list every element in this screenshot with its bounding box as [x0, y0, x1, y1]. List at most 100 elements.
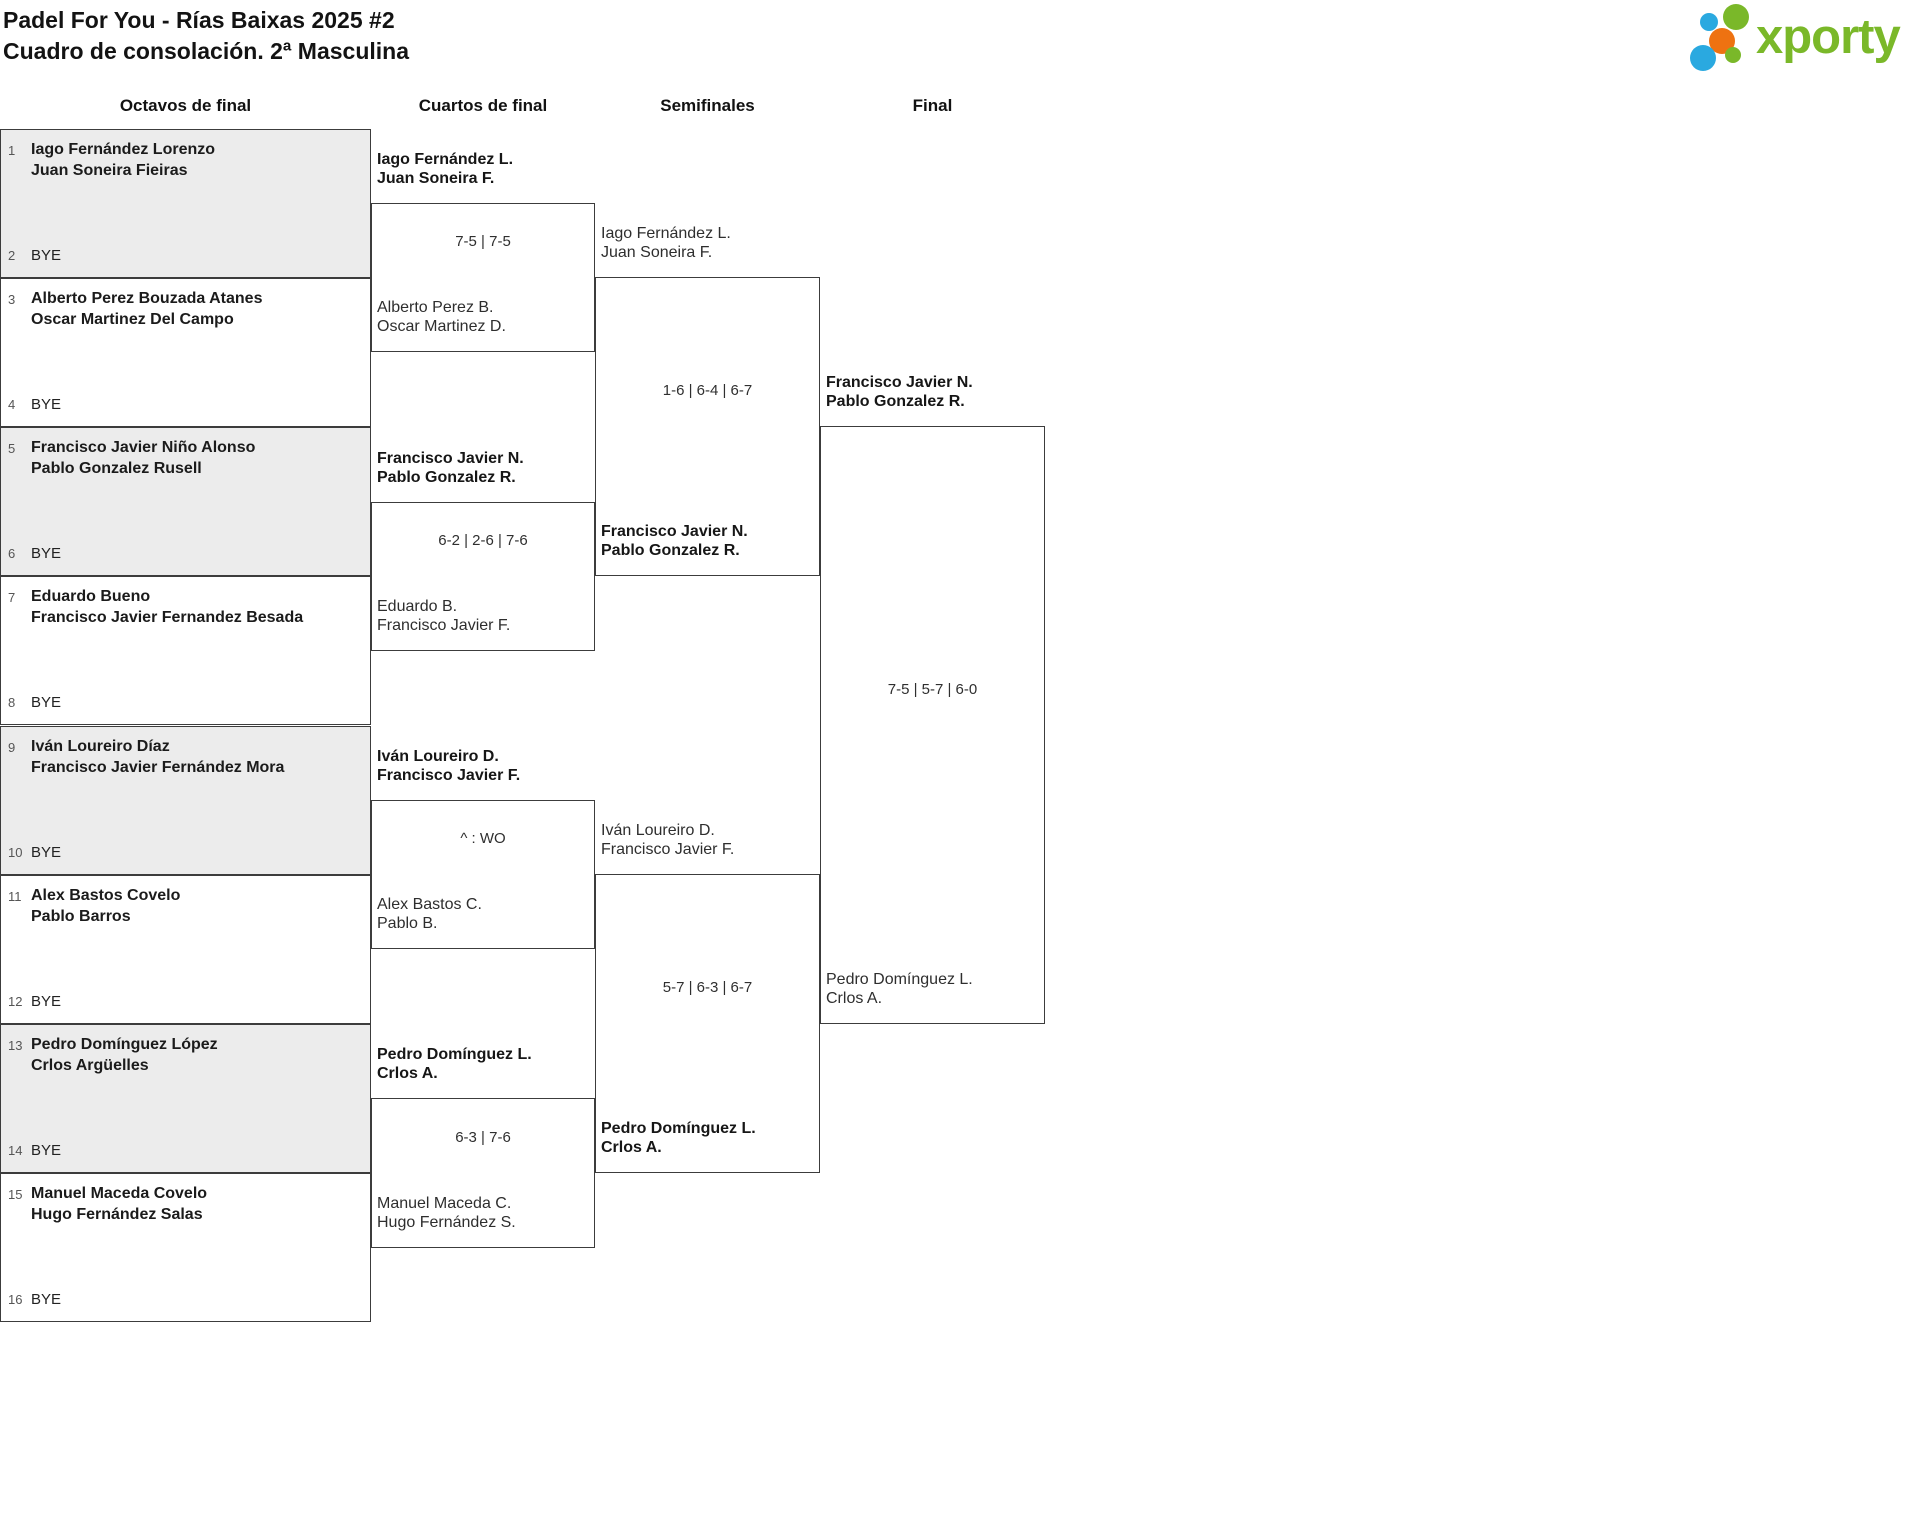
- player-name: Iván Loureiro D.: [601, 822, 715, 839]
- team-names: Alex Bastos Covelo Pablo Barros: [31, 885, 180, 927]
- player-name: Pedro Domínguez L.: [377, 1046, 532, 1063]
- cuartos-match-1-team1: Iago Fernández L. Juan Soneira F.: [377, 150, 513, 188]
- cuartos-match-3-team2: Alex Bastos C. Pablo B.: [377, 895, 482, 933]
- player-name: Alberto Perez Bouzada Atanes: [31, 290, 263, 307]
- octavos-match-2: 3 Alberto Perez Bouzada Atanes Oscar Mar…: [0, 278, 371, 427]
- player-name: Pablo Barros: [31, 908, 131, 925]
- column-header-cuartos: Cuartos de final: [418, 96, 548, 115]
- player-name: Juan Soneira F.: [601, 244, 713, 261]
- final-match-team1: Francisco Javier N. Pablo Gonzalez R.: [826, 373, 973, 411]
- player-name: Eduardo B.: [377, 598, 458, 615]
- cuartos-match-1-box: [371, 203, 595, 352]
- column-header-semifinales: Semifinales: [660, 96, 755, 115]
- player-name: Pablo Gonzalez Rusell: [31, 460, 202, 477]
- final-match-score: 7-5 | 5-7 | 6-0: [887, 681, 978, 698]
- player-name: Juan Soneira F.: [377, 170, 495, 187]
- player-name: Hugo Fernández Salas: [31, 1206, 203, 1223]
- semifinal-match-1-team1: Iago Fernández L. Juan Soneira F.: [601, 224, 731, 262]
- bye-label: BYE: [31, 396, 62, 413]
- cuartos-match-2-team2: Eduardo B. Francisco Javier F.: [377, 597, 510, 635]
- player-name: Pablo Gonzalez R.: [377, 469, 516, 486]
- page-title: Padel For You - Rías Baixas 2025 #2: [3, 7, 395, 33]
- player-name: Iago Fernández L.: [601, 225, 731, 242]
- player-name: Pablo Gonzalez R.: [601, 542, 740, 559]
- seed-number: 13: [8, 1038, 23, 1053]
- player-name: Oscar Martinez Del Campo: [31, 311, 234, 328]
- cuartos-match-4-team1: Pedro Domínguez L. Crlos A.: [377, 1045, 532, 1083]
- octavos-team-row: 13 Pedro Domínguez López Crlos Argüelles: [8, 1034, 364, 1076]
- player-name: Iago Fernández Lorenzo: [31, 141, 216, 158]
- cuartos-match-4-score: 6-3 | 7-6: [455, 1129, 511, 1146]
- xporty-logo[interactable]: xporty: [1686, 2, 1901, 74]
- octavos-bye-row: 6 BYE: [8, 545, 61, 562]
- team-names: Francisco Javier Niño Alonso Pablo Gonza…: [31, 437, 255, 479]
- octavos-bye-row: 16 BYE: [8, 1291, 61, 1308]
- player-name: Alberto Perez B.: [377, 299, 494, 316]
- octavos-team-row: 1 Iago Fernández Lorenzo Juan Soneira Fi…: [8, 139, 364, 181]
- octavos-bye-row: 12 BYE: [8, 993, 61, 1010]
- team-names: Eduardo Bueno Francisco Javier Fernandez…: [31, 586, 303, 628]
- player-name: Crlos A.: [826, 990, 883, 1007]
- octavos-match-1: 1 Iago Fernández Lorenzo Juan Soneira Fi…: [0, 129, 371, 278]
- bye-label: BYE: [31, 545, 62, 562]
- bye-label: BYE: [31, 993, 62, 1010]
- column-header-octavos: Octavos de final: [119, 96, 252, 115]
- xporty-dots-icon: [1690, 4, 1749, 71]
- octavos-match-5: 9 Iván Loureiro Díaz Francisco Javier Fe…: [0, 726, 371, 875]
- octavos-bye-row: 2 BYE: [8, 247, 61, 264]
- cuartos-match-2-team1: Francisco Javier N. Pablo Gonzalez R.: [377, 449, 524, 487]
- final-match-box: [820, 426, 1045, 1024]
- player-name: Francisco Javier Fernandez Besada: [31, 609, 304, 626]
- player-name: Crlos A.: [377, 1065, 438, 1082]
- cuartos-match-3-box: [371, 800, 595, 949]
- xporty-logo-text: xporty: [1756, 10, 1901, 64]
- bye-label: BYE: [31, 1291, 62, 1308]
- octavos-match-4: 7 Eduardo Bueno Francisco Javier Fernand…: [0, 576, 371, 725]
- column-header-final: Final: [912, 96, 953, 115]
- cuartos-match-4-box: [371, 1098, 595, 1248]
- seed-number: 3: [8, 292, 16, 307]
- player-name: Francisco Javier Niño Alonso: [31, 439, 256, 456]
- team-names: Manuel Maceda Covelo Hugo Fernández Sala…: [31, 1183, 207, 1225]
- player-name: Francisco Javier F.: [377, 617, 511, 634]
- player-name: Manuel Maceda C.: [377, 1195, 512, 1212]
- player-name: Francisco Javier F.: [377, 767, 521, 784]
- octavos-team-row: 9 Iván Loureiro Díaz Francisco Javier Fe…: [8, 736, 364, 778]
- seed-number: 1: [8, 143, 16, 158]
- cuartos-match-4-team2: Manuel Maceda C. Hugo Fernández S.: [377, 1194, 516, 1232]
- seed-number: 11: [8, 889, 22, 904]
- semifinal-match-1-box: [595, 277, 820, 576]
- seed-number: 12: [8, 994, 23, 1009]
- semifinal-match-1-score: 1-6 | 6-4 | 6-7: [662, 382, 753, 399]
- player-name: Hugo Fernández S.: [377, 1214, 516, 1231]
- cuartos-match-3-score: ^ : WO: [460, 830, 506, 847]
- octavos-team-row: 11 Alex Bastos Covelo Pablo Barros: [8, 885, 364, 927]
- player-name: Francisco Javier F.: [601, 841, 735, 858]
- team-names: Iago Fernández Lorenzo Juan Soneira Fiei…: [31, 139, 215, 181]
- bye-label: BYE: [31, 1142, 62, 1159]
- player-name: Iván Loureiro D.: [377, 748, 499, 765]
- seed-number: 6: [8, 546, 16, 561]
- player-name: Francisco Javier N.: [601, 523, 748, 540]
- seed-number: 15: [8, 1187, 23, 1202]
- cuartos-match-1-score: 7-5 | 7-5: [455, 233, 511, 250]
- player-name: Crlos A.: [601, 1139, 662, 1156]
- octavos-bye-row: 10 BYE: [8, 844, 61, 861]
- cuartos-match-2-box: [371, 502, 595, 651]
- cuartos-match-1-team2: Alberto Perez B. Oscar Martinez D.: [377, 298, 506, 336]
- octavos-team-row: 7 Eduardo Bueno Francisco Javier Fernand…: [8, 586, 364, 628]
- team-names: Pedro Domínguez López Crlos Argüelles: [31, 1034, 218, 1076]
- player-name: Alex Bastos Covelo: [31, 887, 181, 904]
- page-subtitle: Cuadro de consolación. 2ª Masculina: [3, 38, 409, 64]
- seed-number: 14: [8, 1143, 23, 1158]
- octavos-bye-row: 4 BYE: [8, 396, 61, 413]
- octavos-team-row: 3 Alberto Perez Bouzada Atanes Oscar Mar…: [8, 288, 364, 330]
- player-name: Iago Fernández L.: [377, 151, 514, 168]
- final-match-team2: Pedro Domínguez L. Crlos A.: [826, 970, 973, 1008]
- team-names: Iván Loureiro Díaz Francisco Javier Fern…: [31, 736, 284, 778]
- player-name: Oscar Martinez D.: [377, 318, 506, 335]
- player-name: Francisco Javier N.: [826, 374, 973, 391]
- player-name: Francisco Javier Fernández Mora: [31, 759, 285, 776]
- semifinal-match-2-team2: Pedro Domínguez L. Crlos A.: [601, 1119, 756, 1157]
